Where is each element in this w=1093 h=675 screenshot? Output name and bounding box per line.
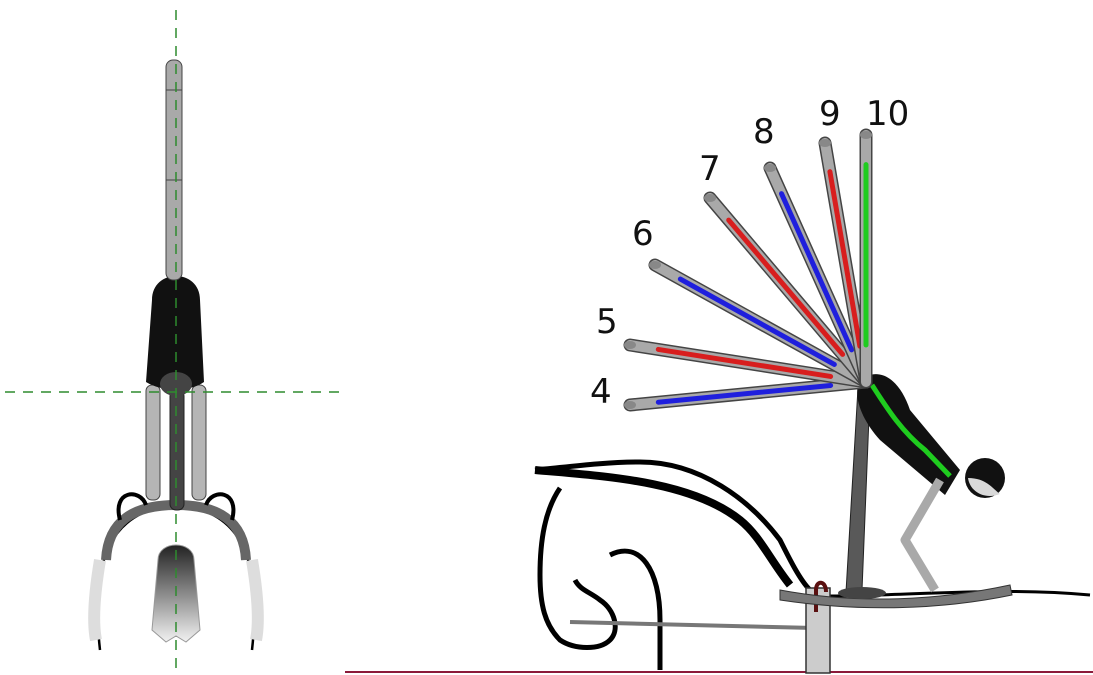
side-rein [570, 622, 815, 628]
horse-shoulder-right [252, 560, 258, 640]
side-view: 4 5 6 7 8 9 10 [345, 94, 1093, 673]
position-label-4: 4 [590, 372, 612, 412]
horse-mane [535, 470, 790, 585]
position-label-9: 9 [819, 94, 841, 134]
leg-position-10 [860, 131, 872, 382]
position-label-10: 10 [866, 94, 909, 134]
position-label-8: 8 [753, 112, 775, 152]
position-label-5: 5 [596, 302, 618, 342]
limb-foot-7 [704, 194, 716, 202]
limb-foot-4 [624, 401, 636, 409]
limb-foot-9 [819, 139, 831, 147]
horse-shoulder-left [94, 560, 100, 640]
position-label-7: 7 [699, 149, 721, 189]
limb-foot-6 [649, 261, 661, 269]
vaulter-raised-limb [166, 60, 182, 280]
leg-position-4 [624, 382, 866, 409]
vaulter-arm [905, 480, 940, 590]
vaulter-foot [838, 587, 886, 599]
limb-foot-8 [764, 164, 776, 172]
horse-jaw [610, 551, 660, 670]
front-view [5, 10, 345, 670]
vaulter-leg-back [170, 390, 184, 510]
limb-foot-5 [624, 341, 636, 349]
position-label-6: 6 [632, 214, 654, 254]
vaulter-leg-left [146, 385, 160, 500]
vaulter-leg-right [192, 385, 206, 500]
leg-position-fan [624, 131, 872, 409]
